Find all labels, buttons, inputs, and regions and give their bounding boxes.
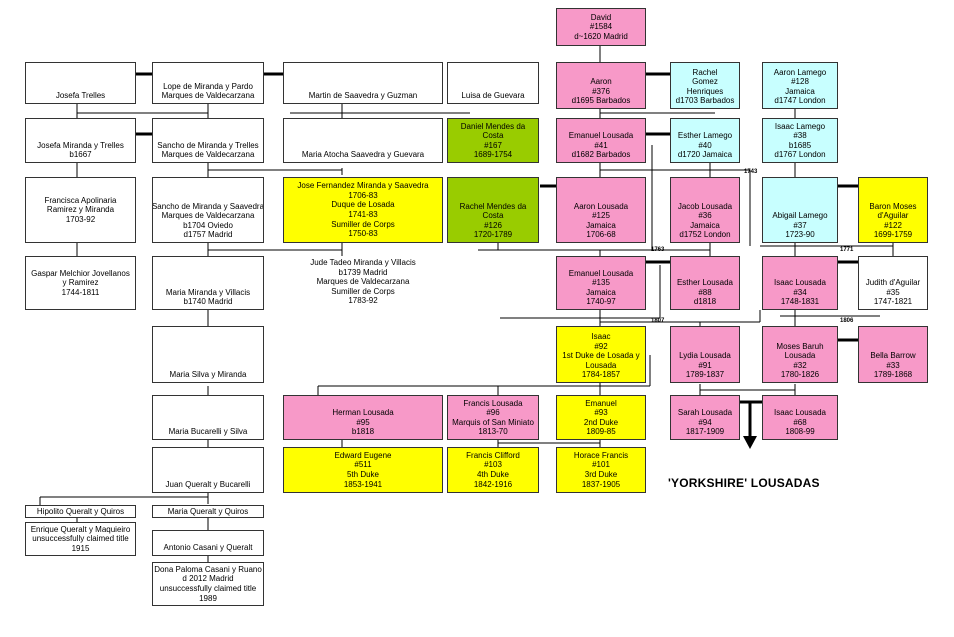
year-label-1807: 1807 <box>651 318 665 324</box>
person-maria-silva[interactable]: Maria Silva y Miranda <box>152 326 264 383</box>
person-luisa[interactable]: Luisa de Guevara <box>447 62 539 104</box>
person-juan-queralt[interactable]: Juan Queralt y Bucarelli <box>152 447 264 493</box>
year-label-1806: 1806 <box>840 318 854 324</box>
person-maria-queralt[interactable]: Maria Queralt y Quiros <box>152 505 264 518</box>
person-josefa-trelles[interactable]: Josefa Trelles <box>25 62 136 104</box>
year-label-1771: 1771 <box>840 247 854 253</box>
person-martin[interactable]: Martin de Saavedra y Guzman <box>283 62 443 104</box>
year-label-1763: 1763 <box>651 247 665 253</box>
year-label-1743: 1743 <box>744 169 758 175</box>
person-maria-bucarelli[interactable]: Maria Bucarelli y Silva <box>152 395 264 440</box>
person-maria-atocha[interactable]: Maria Atocha Saavedra y Guevara <box>283 118 443 163</box>
person-antonio[interactable]: Antonio Casani y Queralt <box>152 530 264 556</box>
yorkshire-lousadas-caption: 'YORKSHIRE' LOUSADAS <box>668 476 820 490</box>
person-hipolito[interactable]: Hipolito Queralt y Quiros <box>25 505 136 518</box>
